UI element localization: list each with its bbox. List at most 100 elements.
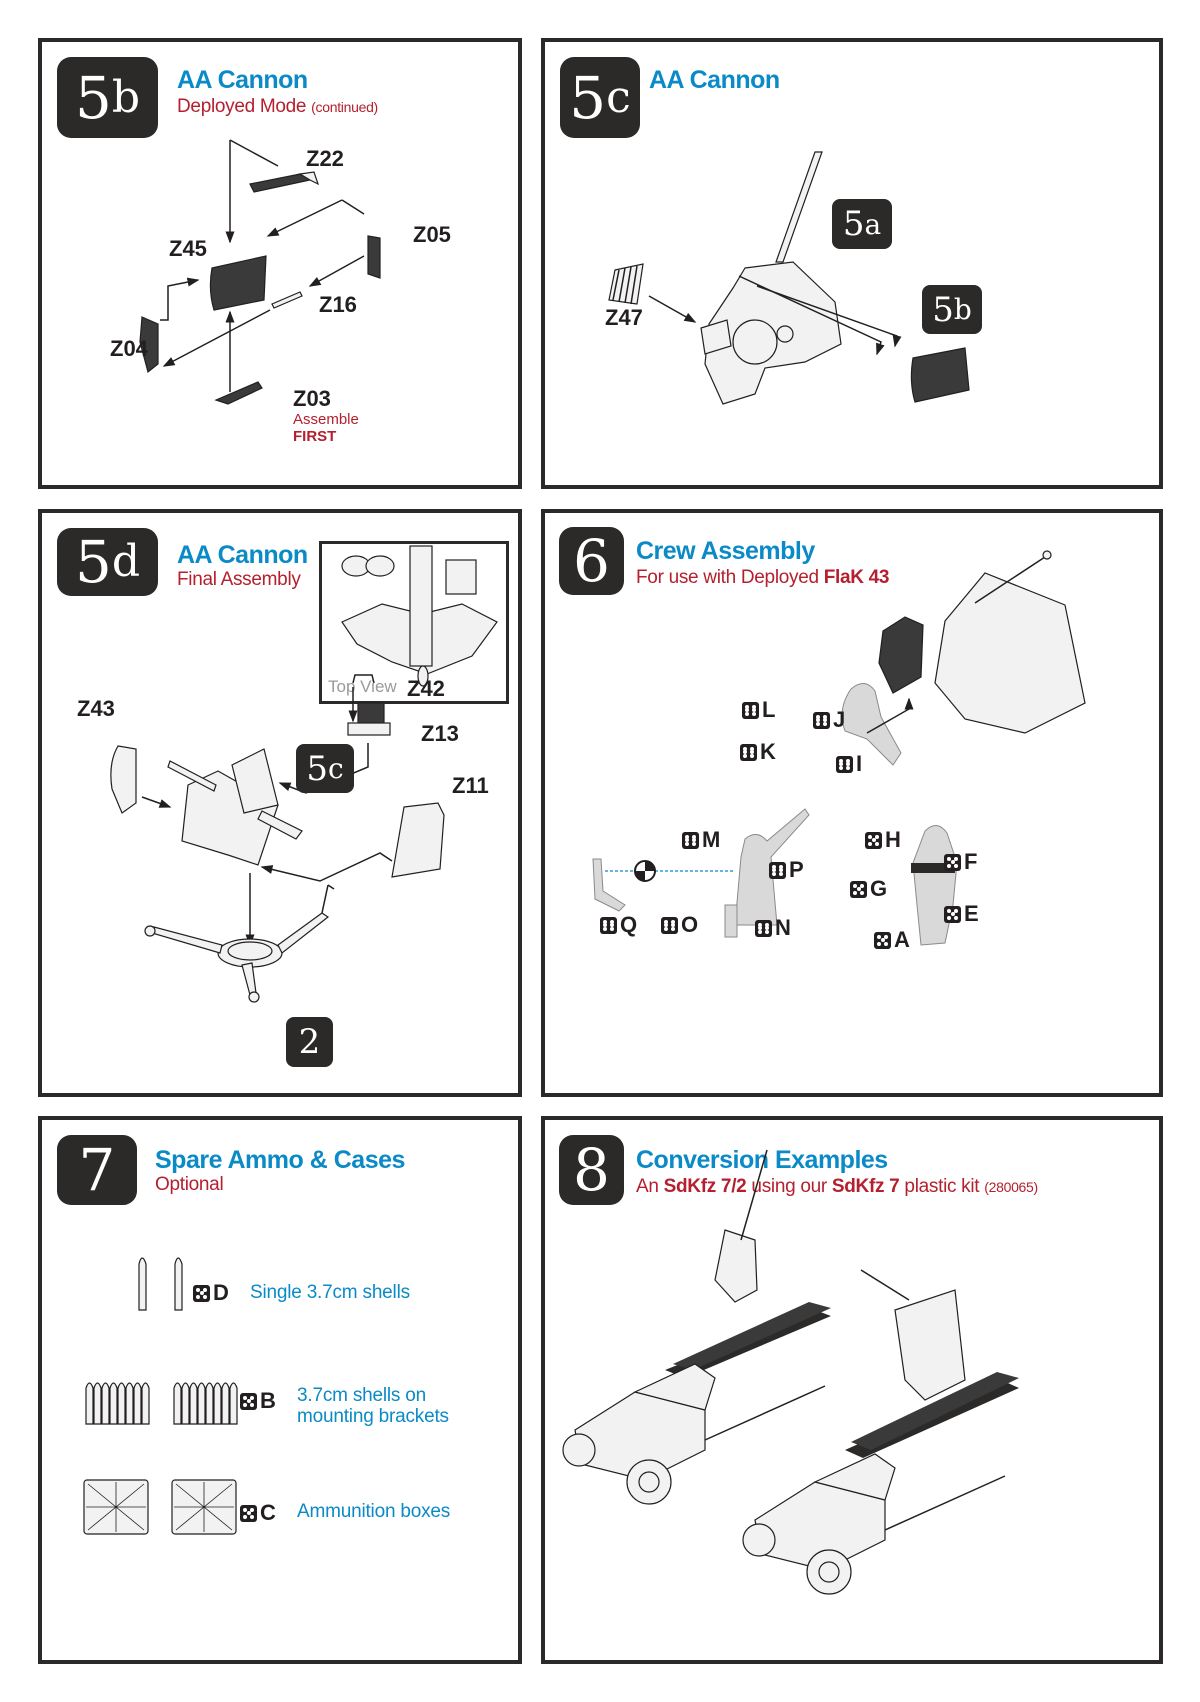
step-badge: 8 bbox=[559, 1135, 624, 1205]
shell-in-clip bbox=[173, 1382, 182, 1425]
step-8-panel: 8 Conversion Examples An SdKfz 7/2 using… bbox=[541, 1116, 1163, 1664]
part-label-z05: Z05 bbox=[413, 222, 451, 247]
desc-line: 3.7cm shells on bbox=[297, 1385, 427, 1406]
dice-6-icon bbox=[755, 919, 772, 937]
subtitle-note: (continued) bbox=[311, 99, 378, 115]
part-z16-drawing bbox=[271, 291, 303, 309]
sprue-letter: L bbox=[762, 697, 776, 722]
dice-6-icon bbox=[813, 711, 830, 729]
ref-number: 5 bbox=[306, 748, 328, 789]
step-suffix: c bbox=[606, 71, 631, 123]
conversion-examples-drawing bbox=[562, 1149, 1019, 1595]
part-label-z47: Z47 bbox=[605, 305, 643, 330]
dice-6-icon bbox=[661, 916, 678, 934]
step-subtitle: Final Assembly bbox=[177, 569, 301, 590]
final-assembly-diagram bbox=[110, 674, 445, 1003]
part-label-z11: Z11 bbox=[452, 773, 489, 798]
dice-6-icon bbox=[769, 861, 786, 879]
sprue-label-a: A bbox=[874, 927, 910, 953]
step-title: AA Cannon bbox=[177, 541, 308, 569]
assembly-diagram bbox=[139, 139, 381, 405]
ref-suffix: c bbox=[327, 752, 344, 785]
subtitle-text: using our bbox=[746, 1176, 832, 1197]
subtitle-model: FlaK 43 bbox=[823, 567, 890, 588]
sprue-label-i: I bbox=[836, 751, 862, 777]
sprue-label-d: D bbox=[193, 1280, 229, 1306]
shell-in-clip bbox=[141, 1382, 150, 1425]
ammo-boxes-drawing bbox=[83, 1479, 237, 1535]
desc-line: mounting brackets bbox=[297, 1406, 449, 1427]
sprue-letter: E bbox=[964, 901, 979, 926]
dice-5-icon bbox=[944, 905, 961, 923]
part-z22-drawing bbox=[249, 171, 320, 193]
sprue-label-g: G bbox=[850, 876, 887, 902]
dice-5-icon bbox=[240, 1504, 257, 1522]
part-label-z45: Z45 bbox=[169, 236, 207, 261]
sprue-label-j: J bbox=[813, 707, 845, 733]
ref-number: 2 bbox=[298, 1022, 321, 1062]
part-label-z22: Z22 bbox=[306, 146, 344, 171]
step-badge: 7 bbox=[57, 1135, 137, 1205]
sprue-label-f: F bbox=[944, 849, 977, 875]
part-label-z42: Z42 bbox=[407, 676, 445, 701]
shell-in-clip bbox=[93, 1382, 102, 1425]
sprue-letter: C bbox=[260, 1500, 276, 1525]
step-number: 7 bbox=[78, 1136, 116, 1204]
ref-suffix: a bbox=[864, 207, 882, 241]
sprue-label-p: P bbox=[769, 857, 804, 883]
step-subtitle: Deployed Mode (continued) bbox=[177, 96, 378, 118]
dice-6-icon bbox=[600, 916, 617, 934]
shell-in-clip bbox=[189, 1382, 198, 1425]
step-subtitle: Optional bbox=[155, 1174, 224, 1195]
assemble-first-note: FIRST bbox=[293, 428, 337, 445]
dice-6-icon bbox=[740, 743, 757, 761]
step-number: 5 bbox=[74, 528, 112, 596]
dice-5-icon bbox=[193, 1284, 210, 1302]
part-z47-drawing bbox=[608, 263, 644, 305]
sprue-label-h: H bbox=[865, 827, 901, 853]
sprue-label-c: C bbox=[240, 1500, 276, 1526]
step-title: AA Cannon bbox=[177, 66, 308, 94]
dice-6-icon bbox=[742, 701, 759, 719]
subtitle-kit: SdKfz 7 bbox=[831, 1176, 900, 1197]
sprue-label-l: L bbox=[742, 697, 775, 723]
ref-badge-2: 2 bbox=[286, 1017, 333, 1067]
part-label-z03: Z03 bbox=[293, 386, 331, 411]
shell-in-clip bbox=[117, 1382, 126, 1425]
step-suffix: b bbox=[111, 71, 141, 123]
shell-in-clip bbox=[101, 1382, 110, 1425]
subtitle-text: plastic kit bbox=[899, 1176, 985, 1197]
sprue-label-e: E bbox=[944, 901, 979, 927]
shell-in-clip bbox=[197, 1382, 206, 1425]
sprue-letter: N bbox=[775, 915, 791, 940]
top-view-inset: Top View bbox=[319, 541, 509, 704]
step-subtitle: An SdKfz 7/2 using our SdKfz 7 plastic k… bbox=[636, 1176, 1038, 1198]
sprue-label-q: Q bbox=[600, 912, 637, 938]
sprue-label-k: K bbox=[740, 739, 776, 765]
vehicle-travel-mode-drawing bbox=[562, 1149, 831, 1505]
sprue-letter: Q bbox=[620, 912, 638, 937]
part-z04-drawing bbox=[139, 316, 159, 374]
sprue-letter: P bbox=[789, 857, 804, 882]
step-badge: 6 bbox=[559, 527, 624, 595]
step-subtitle: For use with Deployed FlaK 43 bbox=[636, 567, 890, 589]
item-desc-single-shells: Single 3.7cm shells bbox=[250, 1282, 410, 1303]
dice-5-icon bbox=[874, 931, 891, 949]
shell-in-clip bbox=[181, 1382, 190, 1425]
dice-6-icon bbox=[836, 755, 853, 773]
ref-suffix: b bbox=[953, 293, 972, 326]
dice-5-icon bbox=[240, 1392, 257, 1410]
sprue-letter: O bbox=[681, 912, 699, 937]
top-view-drawing bbox=[341, 545, 498, 687]
cannon-assembly-diagram bbox=[608, 151, 970, 405]
sprue-letter: B bbox=[260, 1388, 276, 1413]
shell-in-clip bbox=[125, 1382, 134, 1425]
sprue-letter: D bbox=[213, 1280, 229, 1305]
